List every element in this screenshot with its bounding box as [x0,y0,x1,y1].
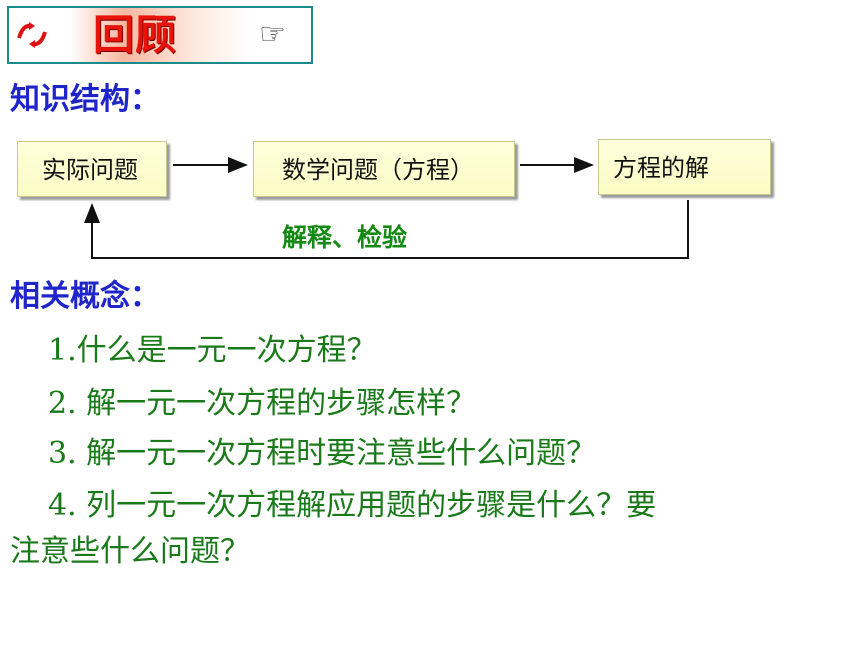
concept-item-4-continued: 注意些什么问题？ [10,534,250,569]
header-title: 回顾 [93,11,177,59]
concept-item-3: 3. 解一元一次方程时要注意些什么问题？ [48,436,597,471]
loop-label: 解释、检验 [282,223,408,252]
flow-box-solution: 方程的解 [598,139,771,195]
red-arrows-logo-icon [17,22,47,48]
flow-box-math-problem: 数学问题（方程） [253,141,515,197]
feedback-loop-line [84,200,689,259]
header-banner: 回顾 ☞ [7,6,313,64]
knowledge-structure-heading: 知识结构： [10,82,160,117]
related-concepts-heading: 相关概念： [10,279,160,314]
concept-item-4: 4. 列一元一次方程解应用题的步骤是什么？要 [48,488,657,523]
flow-box-real-problem: 实际问题 [17,141,167,197]
concept-item-1: 1.什么是一元一次方程？ [48,333,377,368]
concept-item-2: 2. 解一元一次方程的步骤怎样？ [48,386,477,421]
pointing-hand-icon: ☞ [259,17,286,52]
